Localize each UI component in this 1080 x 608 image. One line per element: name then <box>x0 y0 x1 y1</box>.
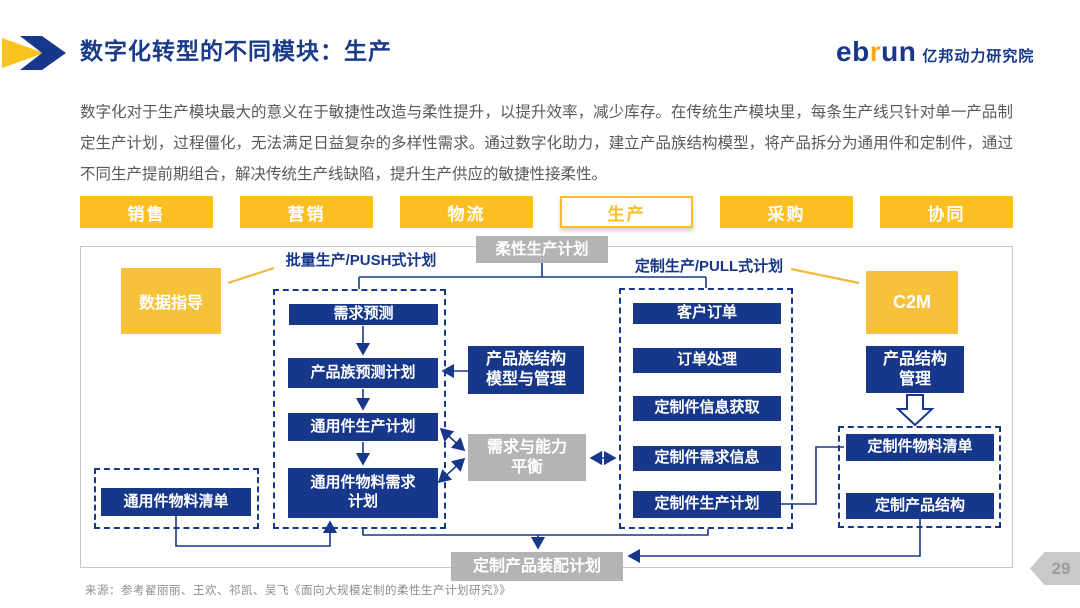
logo-latin: ebrun <box>836 36 916 68</box>
custom-structure-dashed-box <box>838 426 1001 528</box>
source-note: 来源：参考翟丽丽、王欢、祁凯、吴飞《面向大规模定制的柔性生产计划研究》》 <box>85 585 512 597</box>
custom-product-structure-box: 定制产品结构 <box>846 493 994 519</box>
tab-procurement[interactable]: 采购 <box>720 196 853 228</box>
tab-marketing[interactable]: 营销 <box>240 196 373 228</box>
flexible-production-plan-box: 柔性生产计划 <box>476 236 608 263</box>
page-number-badge: 29 <box>1030 552 1080 585</box>
logo-r: r <box>869 36 882 67</box>
demand-capacity-balance-box: 需求与能力 平衡 <box>468 434 586 481</box>
order-processing-box: 订单处理 <box>633 348 781 373</box>
logo-cn-text: 亿邦动力研究院 <box>922 48 1035 65</box>
common-bom-box: 通用件物料清单 <box>101 488 251 516</box>
tab-collaboration[interactable]: 协同 <box>880 196 1013 228</box>
page-title: 数字化转型的不同模块：生产 <box>80 38 392 64</box>
family-forecast-plan-box: 产品族预测计划 <box>288 358 438 388</box>
custom-assembly-plan-box: 定制产品装配计划 <box>451 552 623 581</box>
common-material-demand-plan-box: 通用件物料需求 计划 <box>288 468 438 518</box>
ebrun-logo: ebrun 亿邦动力研究院 <box>836 36 1034 68</box>
pull-column-dashed-box <box>619 288 793 529</box>
custom-bom-box: 定制件物料清单 <box>846 434 994 461</box>
demand-forecast-box: 需求预测 <box>289 304 438 325</box>
tab-production[interactable]: 生产 <box>560 196 693 228</box>
tab-sales[interactable]: 销售 <box>80 196 213 228</box>
common-production-plan-box: 通用件生产计划 <box>288 413 438 441</box>
common-bom-dashed-box <box>94 468 259 529</box>
push-plan-label: 批量生产/PUSH式计划 <box>285 252 437 269</box>
logo-eb: eb <box>836 36 870 67</box>
page-number: 29 <box>1051 558 1071 578</box>
custom-production-plan-box: 定制件生产计划 <box>633 491 781 518</box>
push-column-dashed-box <box>273 289 446 529</box>
title-arrow-icon <box>2 36 66 70</box>
data-guide-box: 数据指导 <box>121 268 221 334</box>
custom-demand-info-box: 定制件需求信息 <box>633 446 781 471</box>
logo-un: un <box>881 36 917 67</box>
family-structure-model-box: 产品族结构 模型与管理 <box>468 346 584 394</box>
tab-logistics[interactable]: 物流 <box>400 196 533 228</box>
pull-plan-label: 定制生产/PULL式计划 <box>634 258 784 275</box>
product-structure-mgmt-box: 产品结构 管理 <box>866 346 964 393</box>
intro-paragraph: 数字化对于生产模块最大的意义在于敏捷性改造与柔性提升，以提升效率，减少库存。在传… <box>80 104 1013 183</box>
module-tabs: 销售 营销 物流 生产 采购 协同 <box>80 196 1013 228</box>
hollow-down-arrow-icon <box>895 394 935 427</box>
c2m-box: C2M <box>866 271 958 334</box>
custom-info-acquisition-box: 定制件信息获取 <box>633 396 781 421</box>
customer-order-box: 客户订单 <box>633 303 781 324</box>
production-flow-diagram: 柔性生产计划 批量生产/PUSH式计划 定制生产/PULL式计划 数据指导 C2… <box>80 236 1013 581</box>
connector-lines <box>175 263 935 564</box>
